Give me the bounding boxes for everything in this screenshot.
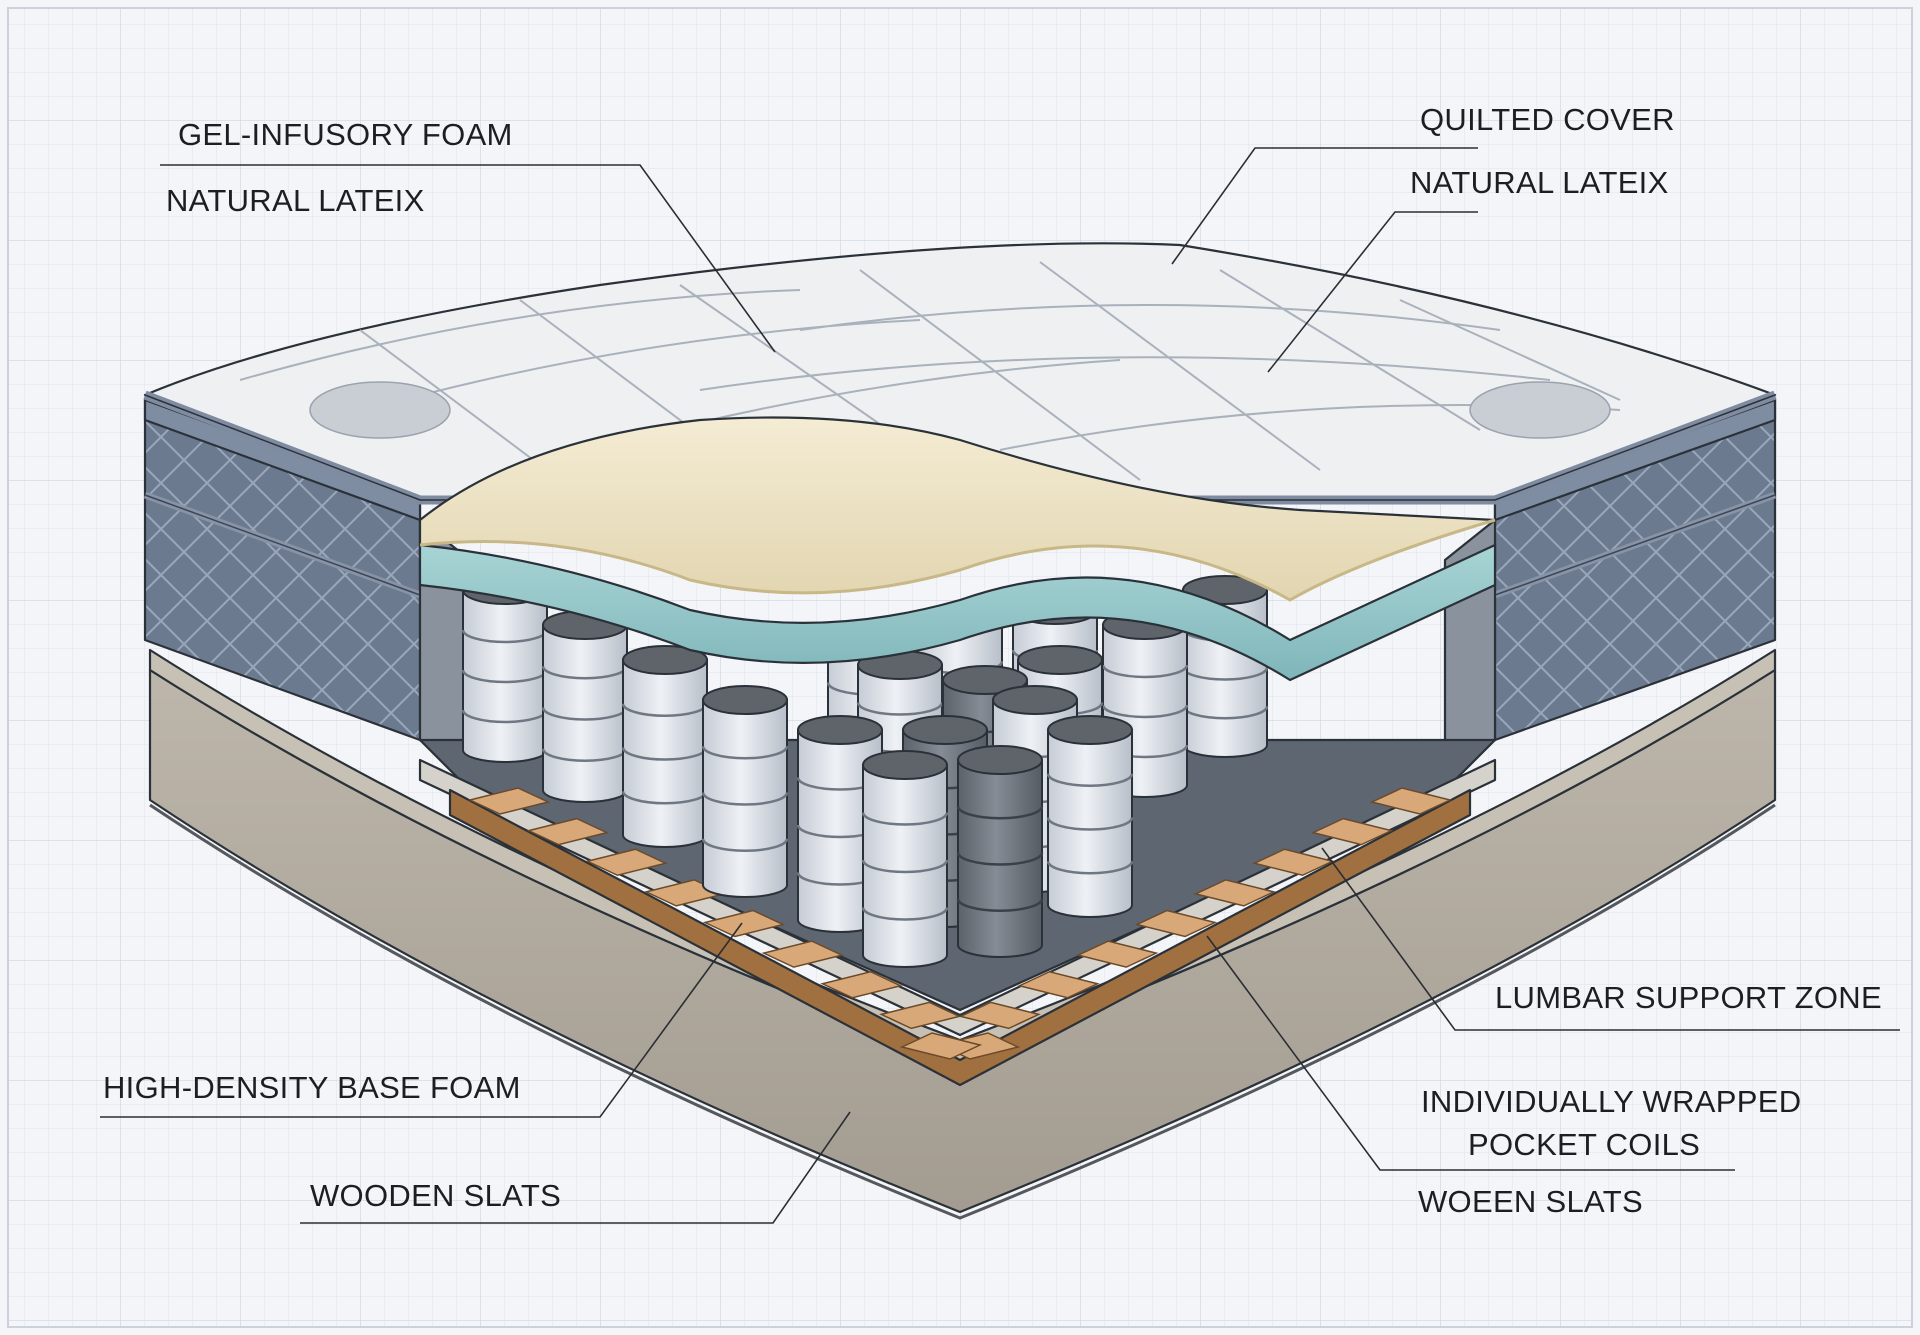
label-wooden-slats-right: WOEEN SLATS xyxy=(1418,1184,1643,1219)
mattress-side-panels xyxy=(143,398,1777,742)
gel-infused-foam-layer xyxy=(418,543,1497,682)
pocket-coil xyxy=(541,610,629,803)
wood-slat xyxy=(1017,970,1100,999)
wood-slat xyxy=(1076,940,1159,968)
label-high-density-base-foam: HIGH-DENSITY BASE FOAM xyxy=(103,1070,521,1105)
pocket-coils xyxy=(461,575,1269,968)
pocket-coil xyxy=(1046,715,1134,918)
wood-slat xyxy=(702,909,786,938)
label-pocket-coils: POCKET COILS xyxy=(1468,1127,1700,1162)
wood-slat xyxy=(1252,848,1335,877)
label-lumbar-support-zone: LUMBAR SUPPORT ZONE xyxy=(1495,980,1882,1015)
wood-slat xyxy=(1134,909,1218,938)
label-gel-infusory-foam: GEL-INFUSORY FOAM xyxy=(178,117,513,152)
label-natural-latex-right: NATURAL LATEIX xyxy=(1410,165,1669,200)
embroidered-medallion-icon xyxy=(309,381,1611,439)
wood-slat xyxy=(526,817,609,846)
wood-slat xyxy=(1369,787,1453,815)
leader-lines xyxy=(100,147,1900,1224)
pocket-coil xyxy=(956,745,1044,958)
wood-slat xyxy=(585,848,668,877)
pocket-coil xyxy=(861,750,949,968)
wooden-slats xyxy=(448,787,1472,1087)
pocket-coil xyxy=(621,645,709,848)
wood-slat xyxy=(899,1032,983,1060)
pocket-coil xyxy=(701,685,789,898)
wood-slat xyxy=(820,970,903,999)
wood-slat xyxy=(1193,879,1276,907)
wood-slat xyxy=(761,940,844,968)
label-individually-wrapped: INDIVIDUALLY WRAPPED xyxy=(1421,1084,1801,1119)
natural-latex-layer xyxy=(418,416,1497,602)
label-wooden-slats-left: WOODEN SLATS xyxy=(310,1178,561,1213)
labels: GEL-INFUSORY FOAM NATURAL LATEIX QUILTED… xyxy=(103,102,1882,1219)
label-natural-latex-left: NATURAL LATEIX xyxy=(166,183,425,218)
wood-slat xyxy=(467,787,551,815)
wood-slat xyxy=(1311,817,1394,846)
wood-slat xyxy=(958,1001,1041,1030)
label-quilted-cover: QUILTED COVER xyxy=(1420,102,1675,137)
pocket-coil xyxy=(796,715,884,933)
